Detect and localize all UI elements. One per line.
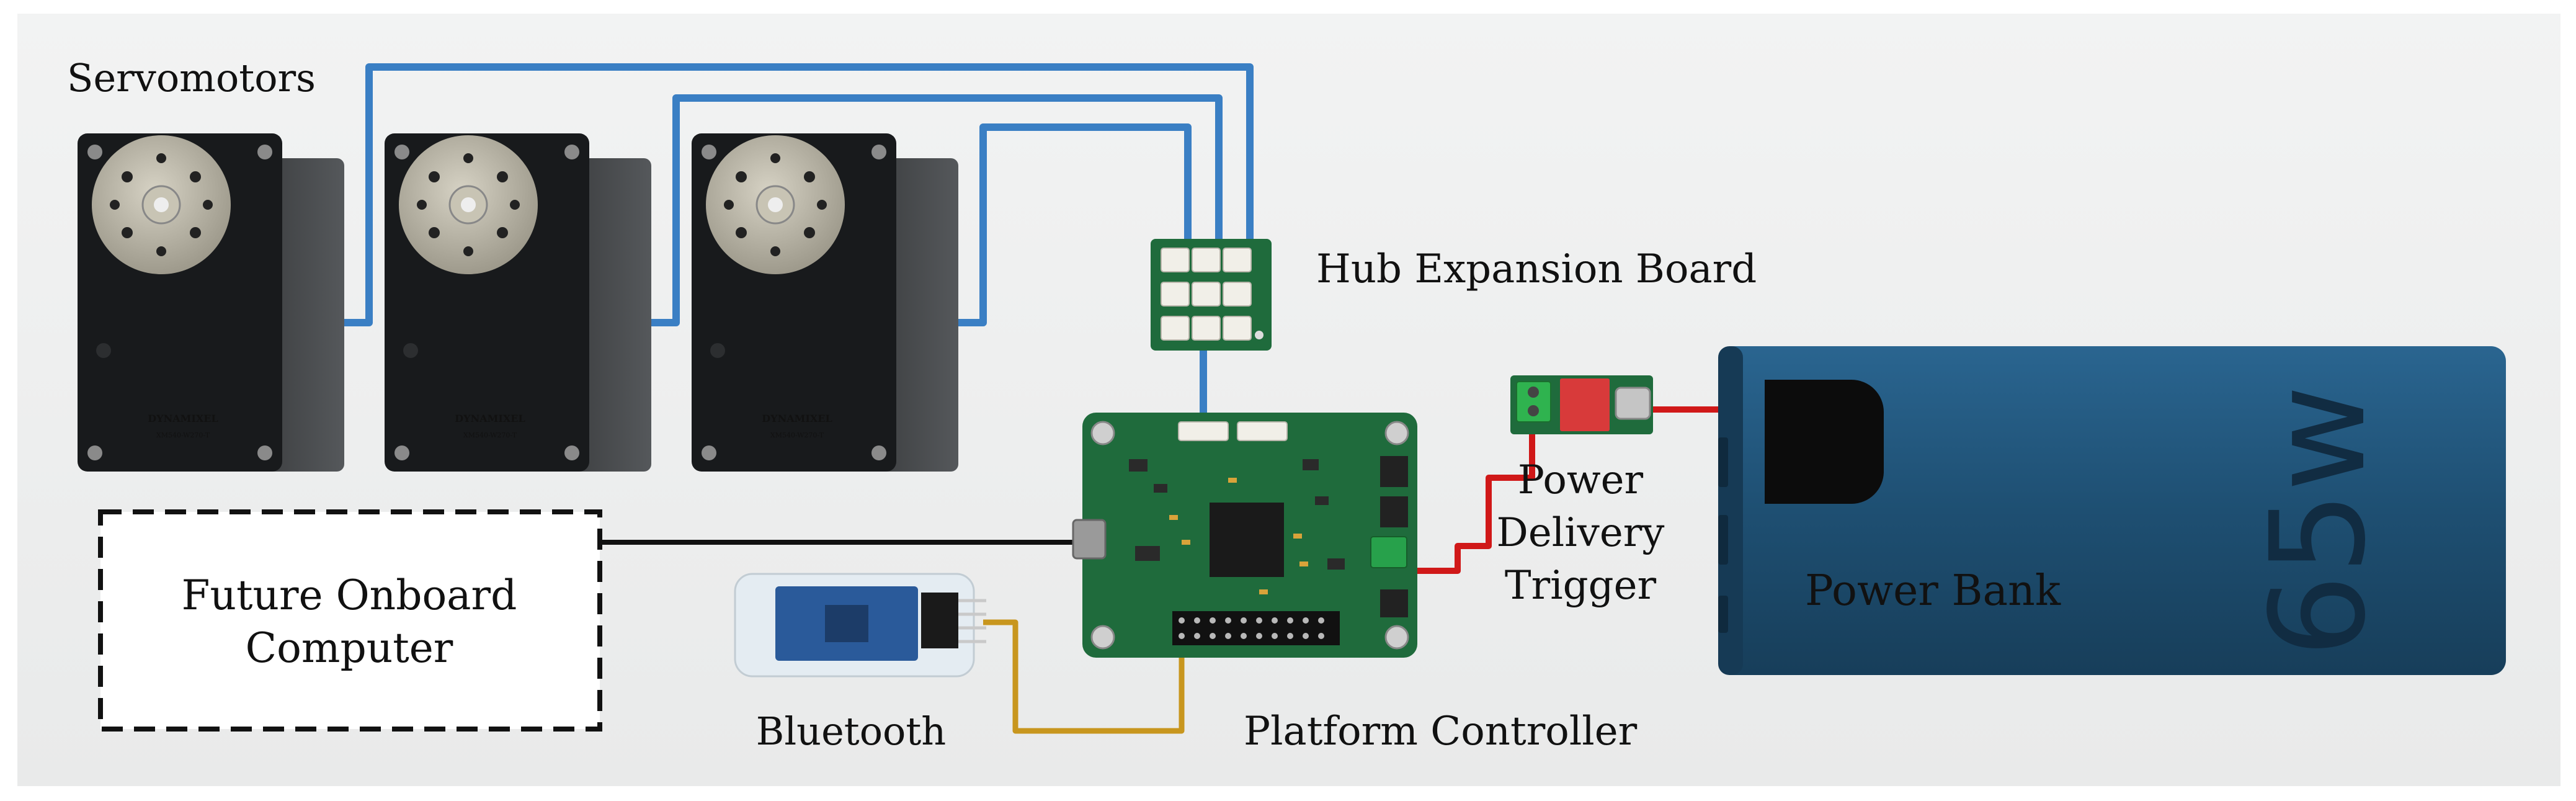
servo-motor-2: DYNAMIXEL XM540-W270-T: [385, 133, 651, 472]
servo-3-wire: [949, 123, 1192, 326]
servo-brand: DYNAMIXEL: [148, 413, 218, 424]
servo-brand: DYNAMIXEL: [762, 413, 832, 424]
onboard-computer-label-line2: Computer: [246, 624, 453, 672]
servo-model: XM540-W270-T: [463, 431, 517, 439]
hub-expansion-board-label: Hub Expansion Board: [1316, 246, 1757, 292]
power-bank: 65w: [1718, 346, 2506, 675]
power-bank-marking: 65w: [2242, 385, 2394, 658]
servo-motor-3: DYNAMIXEL XM540-W270-T: [692, 133, 958, 472]
power-wires: [1396, 406, 1721, 574]
hub-expansion-board: [1151, 239, 1272, 351]
bluetooth-module: [734, 573, 986, 678]
pdt-label-line2: Delivery: [1497, 510, 1665, 556]
servomotors-label: Servomotors: [67, 55, 316, 101]
servo-data-wires: [335, 63, 1254, 428]
servo-motor-1: DYNAMIXEL XM540-W270-T: [78, 133, 344, 472]
bluetooth-label: Bluetooth: [756, 709, 946, 754]
servo-1-wire: [335, 63, 1254, 326]
pdt-to-controller-wire: [1396, 434, 1535, 574]
servo-model: XM540-W270-T: [770, 431, 824, 439]
bluetooth-wire: [983, 619, 1185, 734]
servo-2-wire: [642, 94, 1223, 326]
servo-model: XM540-W270-T: [156, 431, 210, 439]
power-delivery-trigger: [1510, 375, 1653, 434]
pdt-label-line1: Power: [1518, 457, 1644, 503]
onboard-computer-label-line1: Future Onboard: [182, 571, 517, 619]
platform-controller-label: Platform Controller: [1244, 709, 1638, 754]
onboard-computer-box: [98, 509, 602, 732]
platform-controller: [1072, 413, 1417, 658]
power-bank-label: Power Bank: [1805, 566, 2061, 615]
servo-brand: DYNAMIXEL: [455, 413, 525, 424]
pdt-label-line3: Trigger: [1505, 563, 1657, 609]
